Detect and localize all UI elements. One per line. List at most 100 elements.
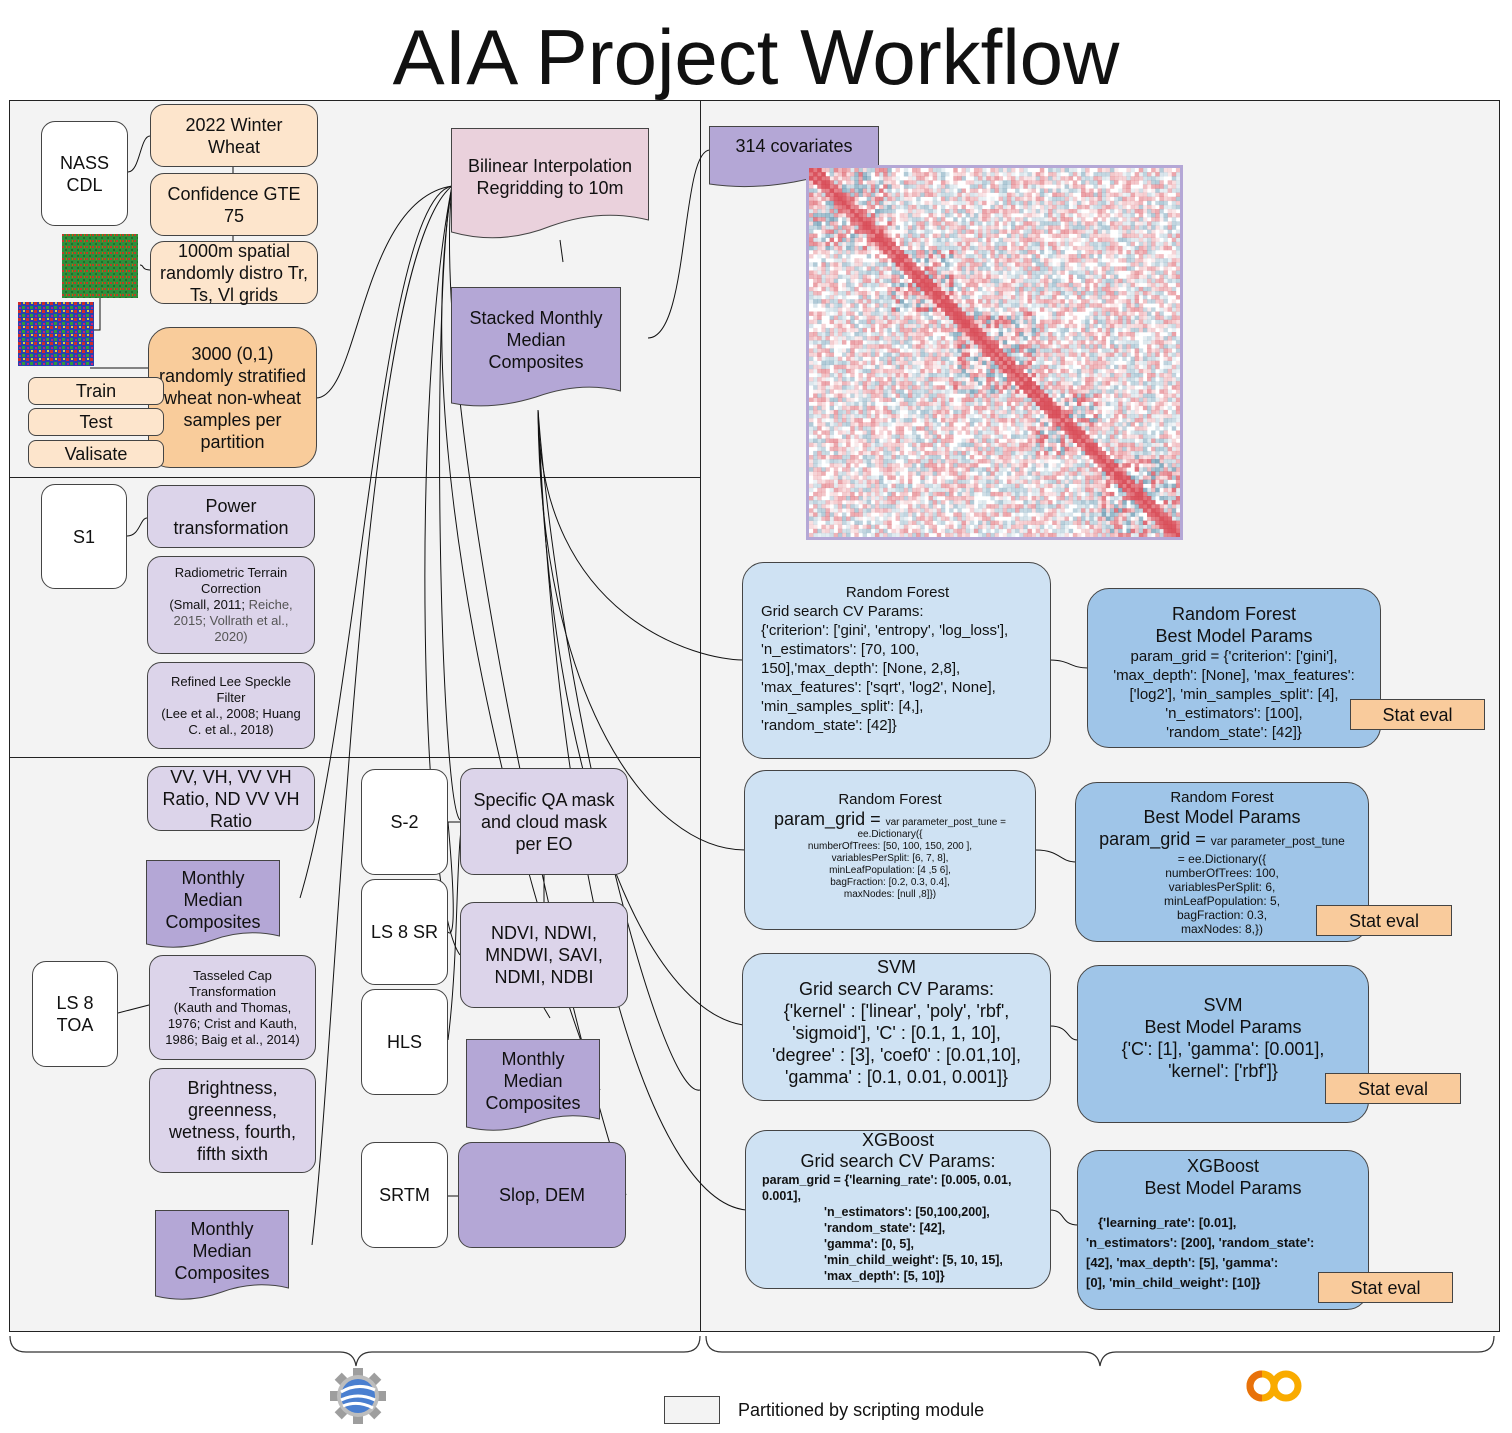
heatmap-cell — [809, 168, 814, 173]
heatmap-cell — [1048, 282, 1053, 288]
heatmap-cell — [1081, 233, 1086, 238]
heatmap-cell — [821, 430, 826, 435]
heatmap-cell — [833, 233, 839, 238]
heatmap-cell — [850, 217, 855, 222]
heatmap-cell — [833, 282, 839, 288]
heatmap-cell — [990, 414, 995, 419]
heatmap-cell — [1109, 340, 1115, 345]
heatmap-cell — [1010, 209, 1016, 214]
heatmap-cell — [1031, 409, 1037, 415]
heatmap-cell — [899, 418, 905, 423]
heatmap-cell — [1109, 352, 1115, 357]
heatmap-cell — [1175, 204, 1180, 210]
heatmap-cell — [1002, 209, 1008, 214]
heatmap-cell — [1056, 418, 1061, 423]
heatmap-cell — [978, 434, 983, 439]
heatmap-cell — [813, 434, 818, 439]
heatmap-cell — [1118, 389, 1123, 394]
heatmap-cell — [973, 364, 979, 370]
heatmap-cell — [1101, 418, 1107, 423]
heatmap-cell — [978, 286, 983, 292]
heatmap-cell — [932, 397, 938, 402]
heatmap-cell — [1027, 274, 1032, 279]
heatmap-cell — [1072, 254, 1078, 259]
heatmap-cell — [1002, 250, 1008, 255]
heatmap-cell — [1043, 192, 1049, 197]
power-transformation-node: Power transformation — [147, 485, 315, 548]
heatmap-cell — [1081, 213, 1086, 218]
heatmap-cell — [1052, 389, 1057, 394]
heatmap-cell — [986, 401, 991, 407]
heatmap-cell — [1134, 180, 1140, 185]
heatmap-cell — [1056, 245, 1061, 251]
heatmap-cell — [1076, 262, 1082, 267]
heatmap-cell — [1159, 430, 1164, 435]
heatmap-cell — [973, 430, 979, 435]
heatmap-cell — [986, 422, 991, 427]
heatmap-cell — [825, 356, 830, 361]
heatmap-cell — [821, 397, 826, 402]
heatmap-cell — [973, 377, 979, 382]
heatmap-cell — [813, 364, 818, 370]
heatmap-cell — [1035, 418, 1041, 423]
heatmap-cell — [1089, 389, 1094, 394]
heatmap-cell — [1048, 303, 1053, 308]
heatmap-cell — [854, 184, 859, 189]
heatmap-cell — [1081, 336, 1086, 341]
heatmap-cell — [1163, 274, 1168, 279]
heatmap-cell — [1101, 262, 1107, 267]
heatmap-cell — [1109, 307, 1115, 312]
heatmap-cell — [1089, 270, 1094, 275]
heatmap-cell — [862, 332, 868, 337]
heatmap-cell — [1023, 241, 1028, 247]
heatmap-cell — [912, 266, 917, 271]
heatmap-cell — [1122, 217, 1127, 222]
heatmap-cell — [969, 315, 975, 320]
heatmap-cell — [982, 340, 987, 345]
heatmap-cell — [978, 217, 983, 222]
heatmap-cell — [1031, 307, 1037, 312]
heatmap-cell — [920, 250, 925, 255]
heatmap-cell — [813, 340, 818, 345]
heatmap-cell — [1085, 229, 1090, 234]
heatmap-cell — [903, 360, 909, 366]
heatmap-cell — [1155, 405, 1160, 411]
heatmap-cell — [965, 258, 971, 263]
heatmap-cell — [858, 414, 863, 419]
heatmap-cell — [953, 352, 958, 357]
heatmap-cell — [829, 188, 835, 193]
heatmap-cell — [994, 266, 999, 271]
heatmap-cell — [912, 377, 917, 382]
heatmap-cell — [1002, 291, 1008, 296]
heatmap-cell — [982, 315, 987, 320]
heatmap-cell — [829, 422, 835, 427]
heatmap-cell — [1167, 241, 1173, 247]
heatmap-cell — [1147, 278, 1152, 284]
heatmap-cell — [825, 241, 830, 247]
heatmap-cell — [1019, 225, 1024, 230]
heatmap-cell — [899, 204, 905, 210]
heatmap-cell — [1085, 258, 1090, 263]
heatmap-cell — [825, 266, 830, 271]
heatmap-cell — [1134, 368, 1140, 374]
heatmap-cell — [1035, 262, 1041, 267]
heatmap-cell — [1023, 336, 1028, 341]
heatmap-cell — [1015, 389, 1020, 394]
heatmap-cell — [1093, 176, 1098, 181]
heatmap-cell — [973, 434, 979, 439]
heatmap-cell — [829, 270, 835, 275]
heatmap-cell — [866, 209, 872, 214]
heatmap-cell — [1171, 323, 1177, 329]
heatmap-cell — [833, 188, 839, 193]
heatmap-cell — [986, 352, 991, 357]
heatmap-cell — [920, 299, 925, 304]
heatmap-cell — [969, 184, 975, 189]
heatmap-cell — [1175, 409, 1180, 415]
heatmap-cell — [1151, 364, 1156, 370]
heatmap-cell — [1081, 291, 1086, 296]
heatmap-cell — [1163, 389, 1168, 394]
heatmap-cell — [1064, 258, 1069, 263]
heatmap-cell — [858, 250, 863, 255]
heatmap-cell — [1085, 188, 1090, 193]
heatmap-cell — [833, 319, 839, 325]
